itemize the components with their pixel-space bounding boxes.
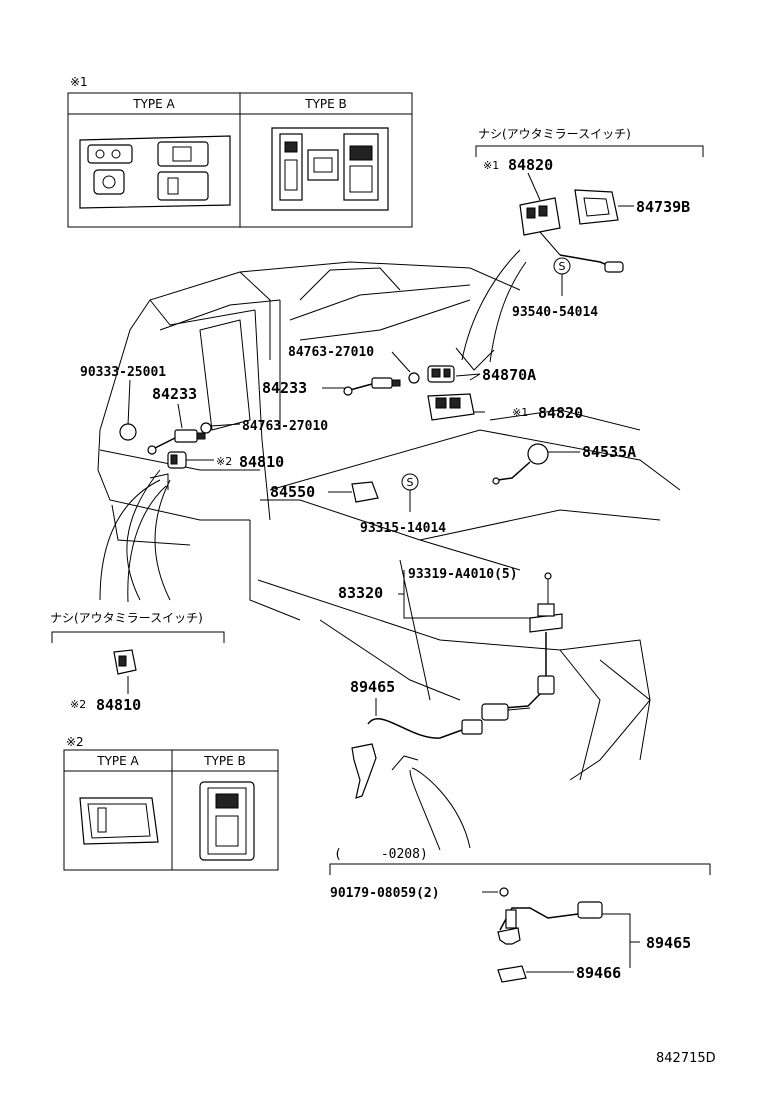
label-93540-54014: 93540-54014 (512, 305, 598, 320)
left-mirror-switch-group: ナシ(アウタミラースイッチ) ※2 84810 (50, 611, 225, 714)
label-89465-low: 89465 (646, 934, 691, 952)
mark-2-left: ※2 (70, 698, 86, 711)
mirror-switch-type-a-icon (79, 797, 159, 845)
position-sensor-icon (527, 443, 549, 465)
type-table-1: ※1 TYPE A TYPE B (67, 75, 413, 228)
label-89465-mid: 89465 (350, 678, 395, 696)
oxygen-sensor-low-icon (497, 901, 603, 945)
switch-84550-group: 84550 S 93315-14014 (270, 473, 446, 536)
pre-0208-group: ( -0208) 90179-08059(2) 89465 89466 (329, 847, 711, 983)
fuel-sender-group: 93319-A4010(5) 83320 (338, 567, 563, 709)
mirror-switch-left-icon (113, 649, 137, 675)
bracket-bottom (329, 863, 711, 875)
type-b-header-2: TYPE B (203, 754, 246, 768)
door-switch-group: 90333-25001 84763-27010 84233 84870A ※1 … (80, 345, 583, 471)
cushion-icon (119, 423, 137, 441)
label-93315-14014: 93315-14014 (360, 521, 446, 536)
caption-no-outside-mirror-left: ナシ(アウタミラースイッチ) (50, 611, 203, 625)
symbol-s-2: S (407, 476, 414, 489)
gasket-icon (497, 965, 527, 983)
switch-assembly-icon (427, 365, 485, 421)
stop-lamp-switch-icon (351, 481, 379, 503)
door-courtesy-switch-left-icon (147, 429, 206, 455)
outside-mirror-switch-group: ナシ(アウタミラースイッチ) ※1 84820 84739B S 93540-5… (475, 127, 704, 320)
type-b-header-1: TYPE B (304, 97, 347, 111)
mark-1-mid: ※1 (512, 406, 528, 419)
label-84739B: 84739B (636, 198, 690, 216)
caption-no-outside-mirror-top: ナシ(アウタミラースイッチ) (478, 127, 631, 141)
label-93319-A4010: 93319-A4010(5) (408, 567, 518, 582)
switch-panel-type-b-icon (271, 127, 389, 211)
label-84820-top: 84820 (508, 156, 553, 174)
caption-date-range: ( -0208) (334, 847, 428, 862)
label-89466: 89466 (576, 964, 621, 982)
mark-2-mid: ※2 (216, 455, 232, 468)
label-90333-25001: 90333-25001 (80, 365, 166, 380)
type-a-header-2: TYPE A (96, 754, 139, 768)
diagram-id: 842715D (656, 1051, 716, 1066)
label-84233-mid: 84233 (262, 379, 307, 397)
label-84233-left: 84233 (152, 385, 197, 403)
type-table-2: ※2 TYPE A TYPE B (63, 735, 279, 871)
bracket-left (51, 631, 225, 643)
label-84810-mid: 84810 (239, 453, 284, 471)
switch-bezel-icon (574, 189, 619, 225)
note-mark-2: ※2 (66, 735, 84, 749)
mirror-switch-icon (519, 197, 624, 273)
label-84870A: 84870A (482, 366, 536, 384)
fuel-sender-icon (503, 603, 563, 709)
sensor-84535A-group: 84535A (492, 443, 636, 485)
pointer-arrows (99, 249, 527, 851)
type-a-header-1: TYPE A (132, 97, 175, 111)
type-table-2-frame (63, 749, 279, 871)
door-courtesy-switch-icon (343, 377, 401, 396)
label-84763-27010-b: 84763-27010 (242, 419, 328, 434)
bracket-top (475, 145, 704, 157)
label-83320: 83320 (338, 584, 383, 602)
label-84820-mid: 84820 (538, 404, 583, 422)
oxygen-sensor-icon (351, 703, 531, 799)
label-84763-27010-a: 84763-27010 (288, 345, 374, 360)
vehicle-outline-icon (97, 261, 681, 781)
mark-1-top: ※1 (483, 159, 499, 172)
label-84550: 84550 (270, 483, 315, 501)
switch-panel-type-a-icon (79, 135, 231, 209)
mirror-switch-type-b-icon (199, 781, 255, 861)
oxygen-sensor-group-mid: 89465 (350, 678, 531, 799)
label-90179-08059: 90179-08059(2) (330, 886, 440, 901)
label-84810-left: 84810 (96, 696, 141, 714)
nut-icon (499, 887, 509, 897)
label-84535A: 84535A (582, 443, 636, 461)
note-mark-1: ※1 (70, 75, 88, 89)
symbol-s-1: S (559, 260, 566, 273)
